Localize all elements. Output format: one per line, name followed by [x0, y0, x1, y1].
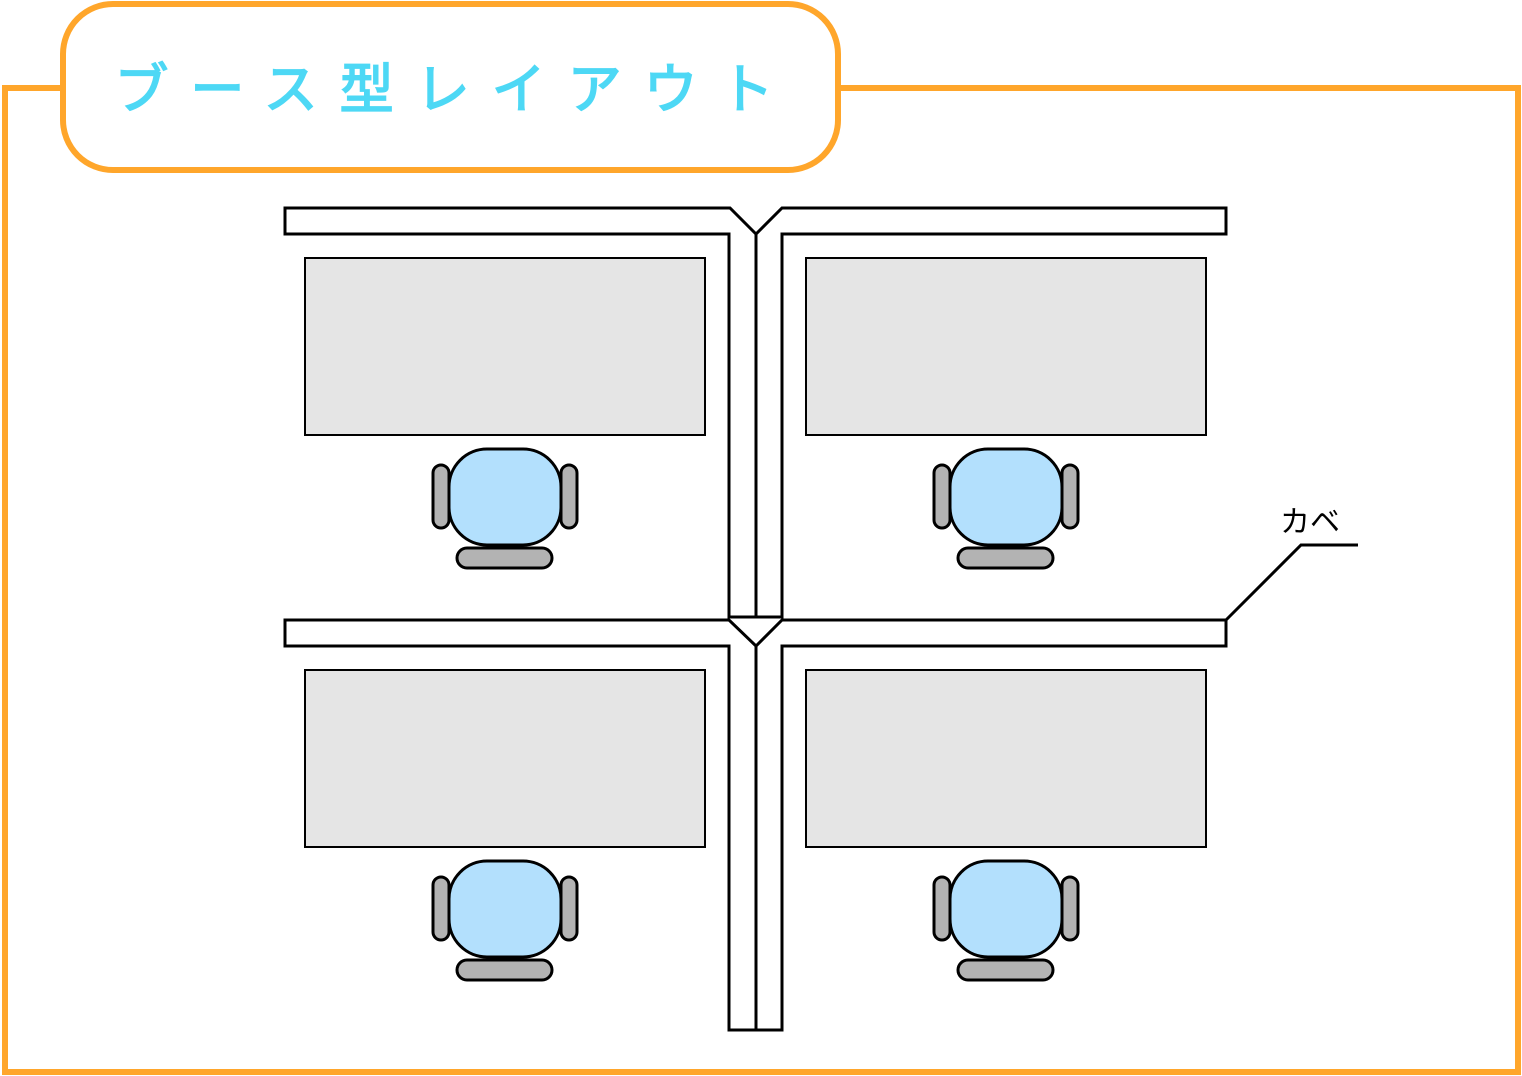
chair-seat [948, 447, 1064, 547]
booth-top-left [304, 257, 706, 570]
booth-bottom-right [805, 669, 1207, 982]
chair-armrest-right [559, 875, 579, 942]
chair-armrest-right [559, 463, 579, 530]
chair-armrest-right [1060, 875, 1080, 942]
wall-label: カベ [1280, 505, 1340, 540]
chair-seat [447, 859, 563, 959]
desk [805, 257, 1207, 436]
chair-backrest [455, 546, 554, 570]
chair-armrest-left [431, 463, 451, 530]
desk [304, 257, 706, 436]
desk [304, 669, 706, 848]
chair-backrest [455, 958, 554, 982]
chair-armrest-left [431, 875, 451, 942]
chair-armrest-left [932, 463, 952, 530]
booth-bottom-left [304, 669, 706, 982]
desk [805, 669, 1207, 848]
title: ブース型レイアウト [114, 58, 795, 121]
chair-armrest-right [1060, 463, 1080, 530]
walls [283, 206, 1228, 1032]
title-box [60, 1, 841, 173]
chair-backrest [956, 546, 1055, 570]
chair-seat [447, 447, 563, 547]
chair-backrest [956, 958, 1055, 982]
chair-armrest-left [932, 875, 952, 942]
wall-label-leader [1224, 543, 1358, 622]
chair-seat [948, 859, 1064, 959]
booth-top-right [805, 257, 1207, 570]
